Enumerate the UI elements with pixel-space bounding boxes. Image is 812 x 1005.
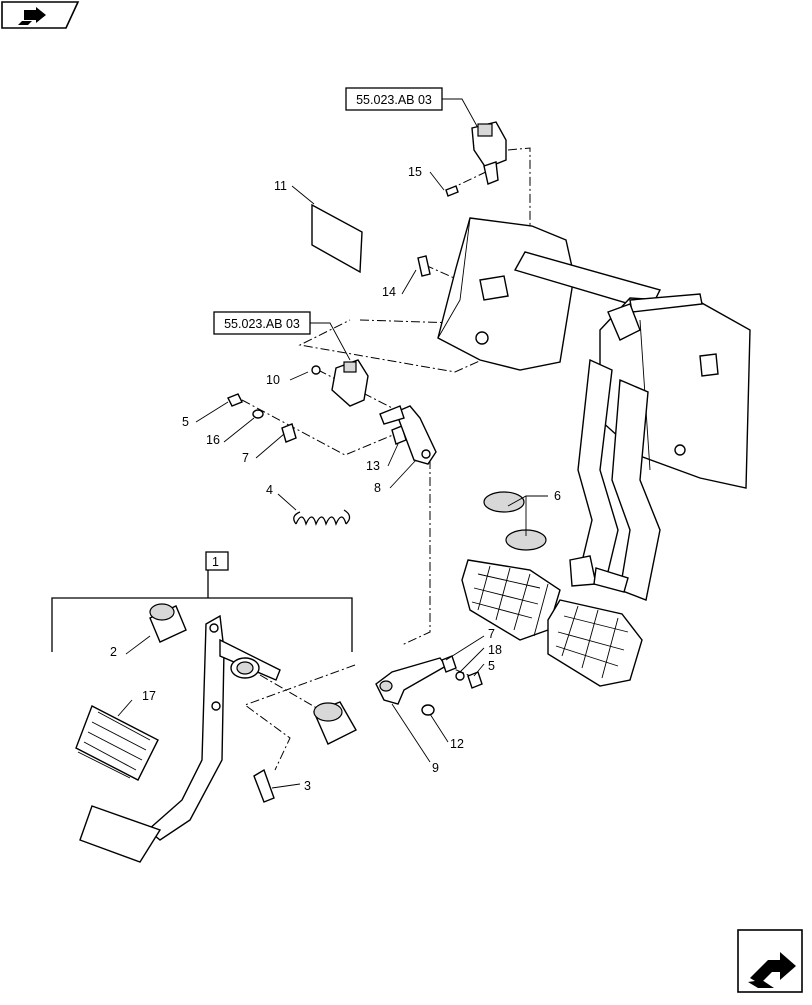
callout-leaders (117, 171, 548, 789)
reference-box-top[interactable]: 55.023.AB 03 (345, 87, 479, 129)
bolt-3 (253, 768, 275, 803)
bushing-7-upper (281, 423, 297, 443)
callout-1: 1 (212, 555, 219, 569)
spring-4 (293, 509, 351, 526)
bushing-2 (149, 603, 187, 643)
callout-13: 13 (366, 459, 380, 473)
screw-10 (311, 365, 321, 375)
screw-15 (445, 185, 459, 197)
pedal-arm (146, 614, 281, 841)
callout-18: 18 (488, 643, 502, 657)
reference-box-middle[interactable]: 55.023.AB 03 (213, 311, 351, 361)
washer-12 (421, 704, 435, 716)
callout-17: 17 (142, 689, 156, 703)
sensor-switch-top (471, 121, 507, 185)
callout-5-lower: 5 (488, 659, 495, 673)
pedal-bracket-assembly (437, 217, 751, 601)
callout-9: 9 (432, 761, 439, 775)
nut-5-upper (227, 393, 243, 407)
bushing-7-lower (441, 655, 457, 673)
pedal-pad-17 (75, 705, 159, 781)
pedal-foot-plate (79, 805, 162, 863)
callout-12: 12 (450, 737, 464, 751)
pedal-pad-left (461, 559, 561, 641)
callout-numbers: 1 2 3 4 5 5 6 7 7 8 9 10 11 12 13 14 15 … (110, 165, 561, 793)
callout-5-upper: 5 (182, 415, 189, 429)
assembly-bracket-1 (51, 551, 353, 652)
pedal-pad-right (547, 599, 643, 687)
nut-5-lower (467, 671, 483, 689)
callout-15: 15 (408, 165, 422, 179)
lever-9 (375, 657, 448, 705)
callout-3: 3 (304, 779, 311, 793)
washer-16 (252, 409, 264, 419)
plate-11 (311, 203, 363, 274)
next-page-arrow-icon[interactable] (737, 929, 803, 993)
callout-14: 14 (382, 285, 396, 299)
callout-2: 2 (110, 645, 117, 659)
callout-7-upper: 7 (242, 451, 249, 465)
cap-6-upper (483, 491, 525, 513)
callout-4: 4 (266, 483, 273, 497)
back-arrow-icon[interactable] (1, 1, 80, 29)
reference-label-top: 55.023.AB 03 (356, 93, 432, 107)
sensor-switch-middle (331, 359, 369, 407)
bushing-large (313, 701, 357, 745)
callout-11: 11 (274, 179, 287, 193)
callout-8: 8 (374, 481, 381, 495)
callout-6: 6 (554, 489, 561, 503)
washer-18 (455, 671, 465, 681)
callout-7-lower: 7 (488, 627, 495, 641)
bolt-14 (417, 255, 431, 277)
callout-10: 10 (266, 373, 280, 387)
reference-label-middle: 55.023.AB 03 (224, 317, 300, 331)
callout-16: 16 (206, 433, 220, 447)
link-arm-8 (379, 405, 437, 465)
